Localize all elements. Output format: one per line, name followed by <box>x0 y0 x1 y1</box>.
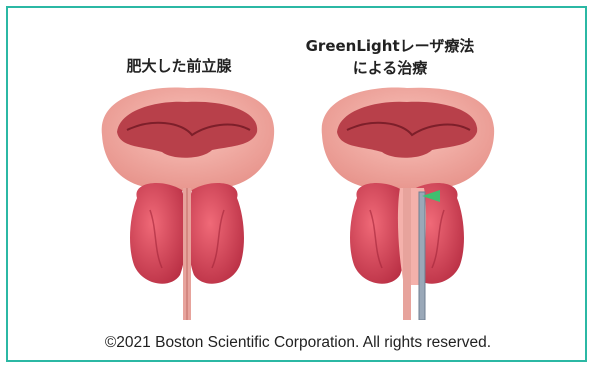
label-enlarged-prostate: 肥大した前立腺 <box>104 55 254 77</box>
prostate-left-lobe <box>130 183 186 284</box>
enlarged-prostate-illustration <box>92 80 282 320</box>
prostate-left-lobe <box>350 183 406 284</box>
label-greenlight-line1: GreenLightレーザ療法 <box>300 35 480 57</box>
urethra <box>403 188 411 320</box>
label-greenlight-line2: による治療 <box>300 57 480 79</box>
label-greenlight-treatment: GreenLightレーザ療法 による治療 <box>300 35 480 79</box>
laser-fiber <box>419 192 425 320</box>
copyright-notice: ©2021 Boston Scientific Corporation. All… <box>0 334 596 352</box>
greenlight-treatment-illustration <box>312 80 502 320</box>
prostate-right-lobe <box>188 183 244 284</box>
